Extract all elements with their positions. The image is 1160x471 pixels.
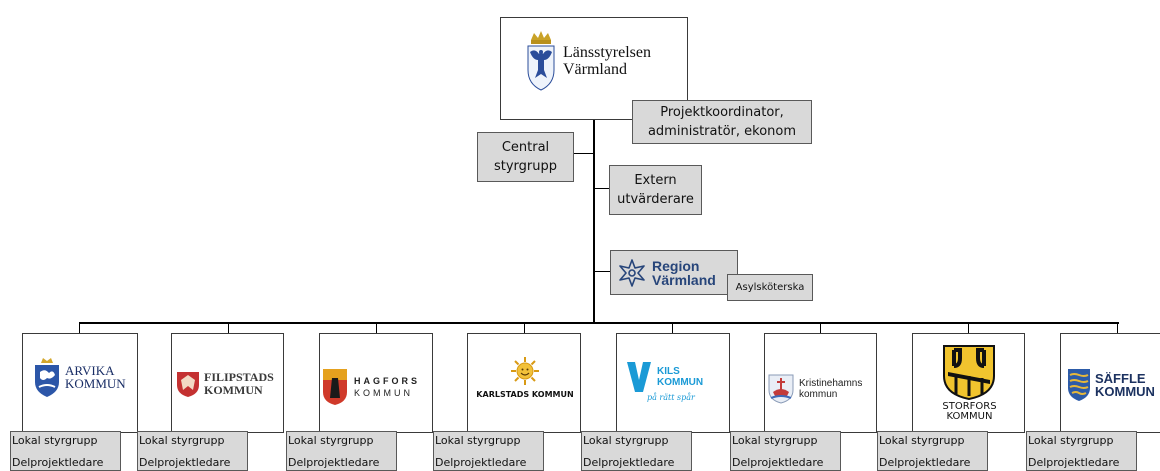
central-connector xyxy=(574,153,594,154)
local-label-kristinehamn: Lokal styrgrupp Delprojektledare xyxy=(730,431,841,471)
lansstyrelsen-name-line1: Länsstyrelsen xyxy=(563,44,651,61)
municipality-box-hagfors: HAGFORS KOMMUN xyxy=(319,333,433,433)
saffle-shield-icon xyxy=(1068,369,1090,401)
main-vertical-connector xyxy=(593,120,595,323)
drop-line-6 xyxy=(820,322,821,334)
local-label-line1: Lokal styrgrupp xyxy=(435,434,521,447)
municipality-box-karlstad: KARLSTADS KOMMUN xyxy=(467,333,581,433)
local-label-line2: Delprojektledare xyxy=(583,456,675,469)
kristinehamn-name-line1: Kristinehamns xyxy=(799,378,863,389)
municipality-box-saffle: SÄFFLE KOMMUN xyxy=(1060,333,1160,433)
local-label-line1: Lokal styrgrupp xyxy=(1028,434,1114,447)
local-label-line1: Lokal styrgrupp xyxy=(583,434,669,447)
arvika-shield-icon xyxy=(35,358,59,397)
filipstad-shield-icon xyxy=(177,372,199,397)
municipality-box-kil: KILS KOMMUN på rätt spår xyxy=(616,333,730,433)
horizontal-bus xyxy=(79,322,1119,324)
municipality-box-storfors: STORFORS KOMMUN xyxy=(912,333,1025,433)
drop-line-8 xyxy=(1117,322,1118,334)
central-label-line1: Central xyxy=(501,140,550,155)
nurse-label: Asylsköterska xyxy=(735,282,805,293)
drop-line-7 xyxy=(968,322,969,334)
local-label-hagfors: Lokal styrgrupp Delprojektledare xyxy=(286,431,397,471)
storfors-name-line2: KOMMUN xyxy=(946,411,993,422)
arvika-name-line1: ARVIKA xyxy=(65,363,115,378)
drop-line-4 xyxy=(524,322,525,334)
drop-line-2 xyxy=(228,322,229,334)
storfors-shield-icon xyxy=(943,345,995,400)
saffle-logo: SÄFFLE KOMMUN xyxy=(1067,368,1155,402)
central-label-line2: styrgrupp xyxy=(493,159,558,174)
arvika-name-line2: KOMMUN xyxy=(65,376,126,391)
evaluator-label-line1: Extern xyxy=(634,173,677,188)
hagfors-name-line1: HAGFORS xyxy=(354,376,420,386)
coordinator-label-line2: administratör, ekonom xyxy=(647,124,797,139)
region-name-line1: Region xyxy=(652,258,700,274)
local-label-line1: Lokal styrgrupp xyxy=(879,434,965,447)
local-label-filipstad: Lokal styrgrupp Delprojektledare xyxy=(137,431,248,471)
hagfors-logo: HAGFORS KOMMUN xyxy=(322,368,420,406)
local-label-line2: Delprojektledare xyxy=(1028,456,1120,469)
evaluator-connector xyxy=(594,188,609,189)
local-label-line1: Lokal styrgrupp xyxy=(12,434,98,447)
evaluator-box: Extern utvärderare xyxy=(609,165,702,215)
kils-v-icon xyxy=(627,362,651,392)
lansstyrelsen-logo: Länsstyrelsen Värmland xyxy=(525,30,651,92)
karlstad-name: KARLSTADS KOMMUN xyxy=(476,390,574,399)
flower-star-icon xyxy=(619,259,645,287)
kils-name-line1: KILS xyxy=(657,366,680,377)
filipstad-name-line2: KOMMUN xyxy=(204,383,263,397)
local-label-line2: Delprojektledare xyxy=(288,456,380,469)
local-label-line1: Lokal styrgrupp xyxy=(288,434,374,447)
drop-line-3 xyxy=(376,322,377,334)
local-label-line2: Delprojektledare xyxy=(879,456,971,469)
local-label-saffle: Lokal styrgrupp Delprojektledare xyxy=(1026,431,1137,471)
kils-name-line2: KOMMUN xyxy=(657,377,704,388)
coat-of-arms-icon xyxy=(527,31,555,91)
local-label-line1: Lokal styrgrupp xyxy=(732,434,818,447)
filipstad-name-line1: FILIPSTADS xyxy=(204,370,274,384)
kristinehamn-shield-icon xyxy=(768,374,794,404)
local-label-kil: Lokal styrgrupp Delprojektledare xyxy=(581,431,692,471)
kils-tagline: på rätt spår xyxy=(647,393,695,402)
local-label-line2: Delprojektledare xyxy=(732,456,824,469)
central-steering-box: Central styrgrupp xyxy=(477,132,574,182)
nurse-box: Asylsköterska xyxy=(727,274,813,301)
evaluator-label-line2: utvärderare xyxy=(617,192,694,207)
local-label-karlstad: Lokal styrgrupp Delprojektledare xyxy=(433,431,544,471)
municipality-box-arvika: ARVIKA KOMMUN xyxy=(22,333,138,433)
filipstad-logo: FILIPSTADS KOMMUN xyxy=(176,370,274,398)
local-label-line1: Lokal styrgrupp xyxy=(139,434,225,447)
municipality-box-filipstad: FILIPSTADS KOMMUN xyxy=(171,333,284,433)
kristinehamn-logo: Kristinehamns kommun xyxy=(768,374,862,404)
coordinator-box: Projektkoordinator, administratör, ekono… xyxy=(632,100,812,144)
karlstad-sun-icon xyxy=(511,357,539,385)
hagfors-shield-icon xyxy=(323,369,347,405)
hagfors-name-line2: KOMMUN xyxy=(354,388,413,398)
local-label-line2: Delprojektledare xyxy=(139,456,231,469)
local-label-line2: Delprojektledare xyxy=(12,456,104,469)
drop-line-5 xyxy=(672,322,673,334)
kils-logo: KILS KOMMUN xyxy=(625,360,703,394)
coordinator-label-line1: Projektkoordinator, xyxy=(660,105,784,120)
local-label-line2: Delprojektledare xyxy=(435,456,527,469)
region-box: Region Värmland xyxy=(610,250,738,295)
region-connector xyxy=(594,271,610,272)
municipality-box-kristinehamn: Kristinehamns kommun xyxy=(764,333,877,433)
lansstyrelsen-name-line2: Värmland xyxy=(563,61,627,78)
drop-line-1 xyxy=(79,322,80,334)
kristinehamn-name-line2: kommun xyxy=(799,389,838,400)
local-label-storfors: Lokal styrgrupp Delprojektledare xyxy=(877,431,988,471)
region-name-line2: Värmland xyxy=(652,272,716,288)
saffle-name-line2: KOMMUN xyxy=(1095,384,1155,399)
local-label-arvika: Lokal styrgrupp Delprojektledare xyxy=(10,431,121,471)
saffle-name-line1: SÄFFLE xyxy=(1095,371,1146,386)
storfors-name-line1: STORFORS xyxy=(942,401,997,412)
region-logo: Region Värmland xyxy=(617,258,716,288)
arvika-logo: ARVIKA KOMMUN xyxy=(33,356,126,398)
